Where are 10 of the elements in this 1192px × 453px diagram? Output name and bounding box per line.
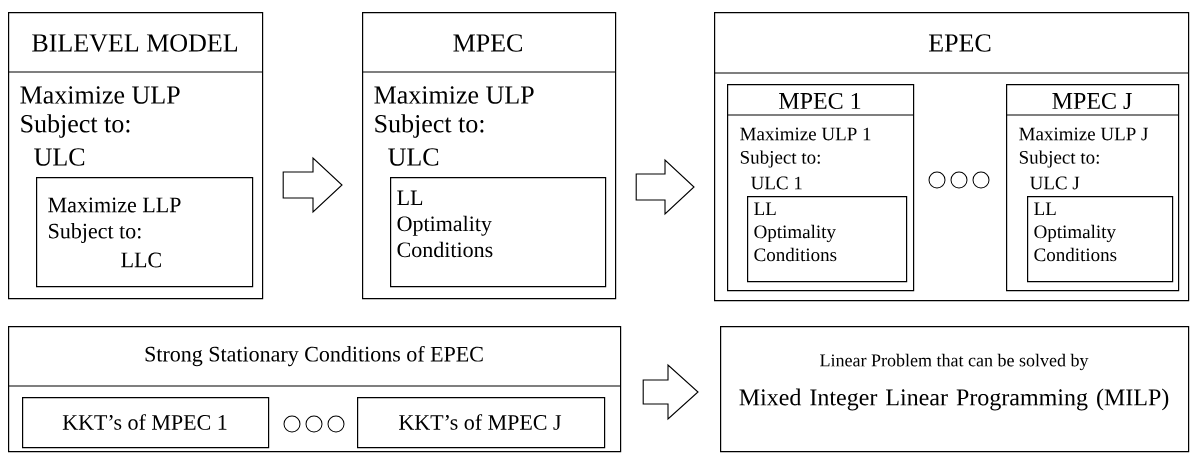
block-arrow — [642, 363, 699, 421]
block-arrow — [282, 156, 343, 214]
process-box: KKT’s of MPEC J — [357, 397, 606, 449]
process-box: Linear Problem that can be solved by Mixed Integer Linear Programming (MILP) — [720, 326, 1190, 453]
process-box: KKT’s of MPEC 1 — [22, 397, 270, 449]
process-box: LL Optimality Conditions — [1027, 196, 1174, 283]
process-box: LL Optimality Conditions — [390, 177, 607, 288]
process-box: Maximize LLP Subject to: LLC — [36, 177, 254, 288]
process-box: LL Optimality Conditions — [747, 196, 908, 283]
block-arrow — [635, 158, 695, 216]
